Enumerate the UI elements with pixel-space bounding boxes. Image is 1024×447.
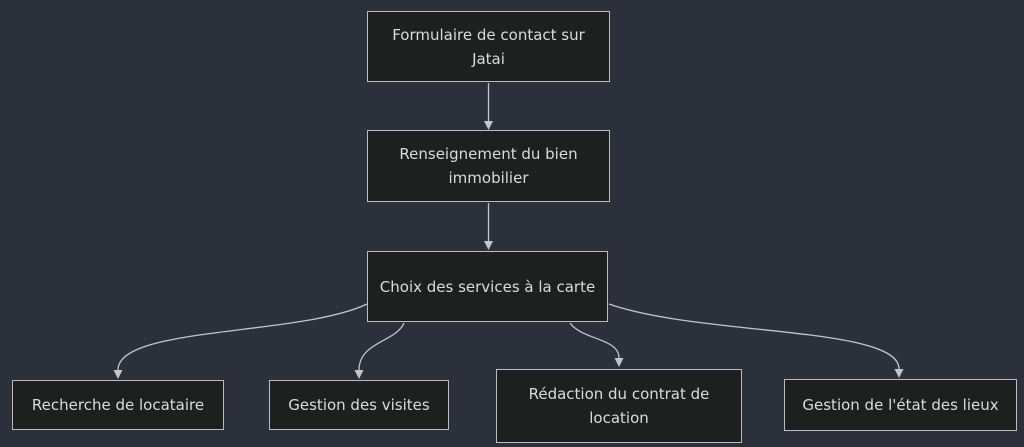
edge-renseignement-to-choix: [484, 203, 493, 250]
arrowhead-icon: [113, 370, 123, 379]
arrowhead-icon: [354, 370, 364, 379]
node-label: Choix des services à la carte: [379, 277, 596, 296]
node-label: Formulaire de contact sur Jatai: [392, 25, 585, 68]
arrowhead-icon: [484, 241, 493, 250]
node-choix-des-services: Choix des services à la carte: [367, 251, 608, 322]
arrowhead-icon: [894, 369, 904, 378]
node-renseignement-du-bien: Renseignement du bien immobilier: [367, 130, 610, 202]
edge-choix-to-recherche: [113, 303, 368, 379]
node-label: Rédaction du contrat de location: [528, 385, 710, 427]
node-gestion-des-visites: Gestion des visites: [269, 380, 449, 430]
edge-formulaire-to-renseignement: [484, 83, 493, 130]
arrowhead-icon: [614, 358, 624, 367]
node-label: Renseignement du bien immobilier: [399, 145, 578, 187]
node-gestion-etat-des-lieux: Gestion de l'état des lieux: [784, 379, 1017, 431]
node-label: Gestion des visites: [288, 396, 430, 414]
node-formulaire-de-contact: Formulaire de contact sur Jatai: [367, 11, 610, 82]
edge-choix-to-visites: [354, 322, 405, 379]
node-label: Recherche de locataire: [31, 396, 205, 414]
edge-choix-to-contrat: [569, 322, 624, 367]
node-redaction-du-contrat: Rédaction du contrat de location: [496, 369, 742, 443]
edge-choix-to-etat: [608, 303, 904, 378]
node-label: Gestion de l'état des lieux: [802, 396, 999, 414]
node-recherche-de-locataire: Recherche de locataire: [12, 380, 224, 430]
arrowhead-icon: [484, 121, 493, 130]
